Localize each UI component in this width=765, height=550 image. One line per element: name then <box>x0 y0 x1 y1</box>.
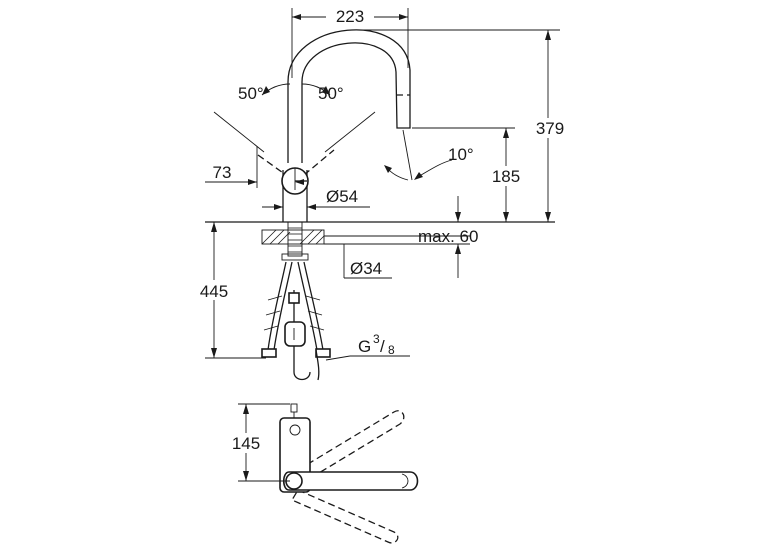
label-top-view-depth: 145 <box>232 434 260 453</box>
label-hose-length: 445 <box>200 282 228 301</box>
label-hole-diameter: Ø34 <box>350 259 382 278</box>
dimension-hose-length: 445 <box>194 221 266 359</box>
dimension-connection-thread: G 3 / 8 <box>325 332 410 361</box>
dimension-hole-diameter: Ø34 <box>343 244 392 279</box>
label-total-height: 379 <box>536 119 564 138</box>
label-connection-main: G <box>358 337 371 356</box>
label-mount-thickness: max. 60 <box>418 227 478 246</box>
flexible-hoses <box>261 261 331 381</box>
dimension-handle-swivel: 50° 50° <box>213 83 376 153</box>
label-connection-den: 8 <box>388 343 395 357</box>
label-connection-num: 3 <box>373 332 380 346</box>
dimension-top-view-depth: 145 <box>226 403 290 482</box>
label-spray-angle: 10° <box>448 145 474 164</box>
label-handle-offset: 73 <box>213 163 232 182</box>
dimension-body-diameter: Ø54 <box>262 187 370 210</box>
label-spout-height: 185 <box>492 167 520 186</box>
dimension-spout-reach: 223 <box>291 6 409 78</box>
label-spout-reach: 223 <box>336 7 364 26</box>
faucet-top-view <box>279 403 419 544</box>
countertop-section <box>205 221 555 261</box>
dimension-total-height: 379 <box>355 29 570 222</box>
label-connection-slash: / <box>380 337 385 356</box>
label-body-diameter: Ø54 <box>326 187 358 206</box>
label-swivel-right: 50° <box>318 84 344 103</box>
dimension-spout-height: 185 <box>412 127 526 222</box>
dimension-spray-angle: 10° <box>384 145 474 181</box>
dimension-handle-offset: 73 <box>205 146 304 190</box>
dimension-mount-thickness: max. 60 <box>324 196 478 278</box>
label-swivel-left: 50° <box>238 84 264 103</box>
